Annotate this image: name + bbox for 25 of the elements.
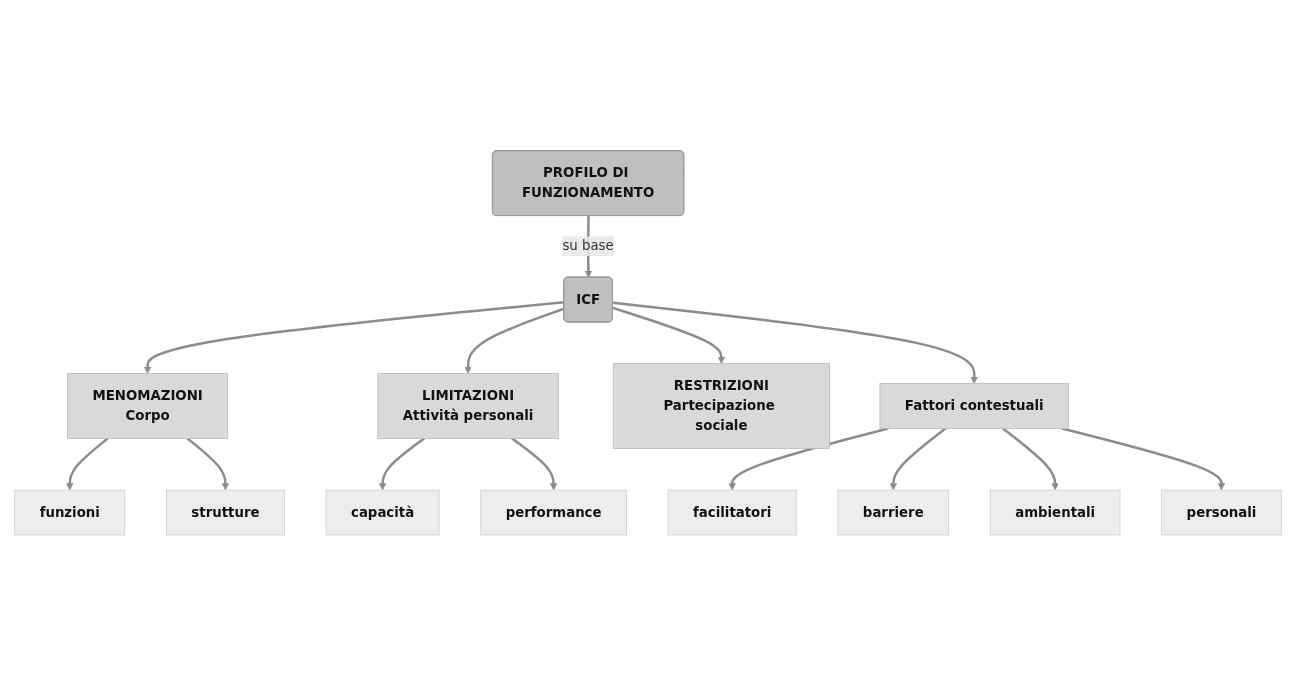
node-box: LIMITAZIONI Attività personali bbox=[377, 373, 559, 440]
node-box: facilitatori bbox=[667, 489, 797, 536]
arrow bbox=[66, 437, 109, 491]
arrow bbox=[728, 427, 889, 491]
arrow bbox=[464, 307, 565, 375]
arrow bbox=[612, 301, 978, 385]
arrow bbox=[143, 301, 565, 375]
node-box: ambientali bbox=[989, 489, 1121, 536]
arrow bbox=[1002, 427, 1059, 491]
node-box: capacità bbox=[325, 489, 440, 536]
node-box: personali bbox=[1161, 489, 1282, 536]
arrow bbox=[889, 427, 947, 491]
arrow bbox=[1061, 427, 1226, 491]
node-box: MENOMAZIONI Corpo bbox=[67, 373, 229, 440]
arrow bbox=[511, 437, 558, 491]
edge-label: su base bbox=[562, 238, 614, 254]
arrow bbox=[186, 437, 230, 491]
arrow bbox=[378, 437, 425, 491]
node-box: strutture bbox=[166, 489, 285, 536]
node-box: performance bbox=[480, 489, 627, 536]
arrow bbox=[612, 306, 726, 365]
node-box: Fattori contestuali bbox=[879, 383, 1069, 430]
node-box: RESTRIZIONI Partecipazione sociale bbox=[612, 363, 830, 450]
node-box: barriere bbox=[837, 489, 950, 536]
node-box: funzioni bbox=[14, 489, 126, 536]
